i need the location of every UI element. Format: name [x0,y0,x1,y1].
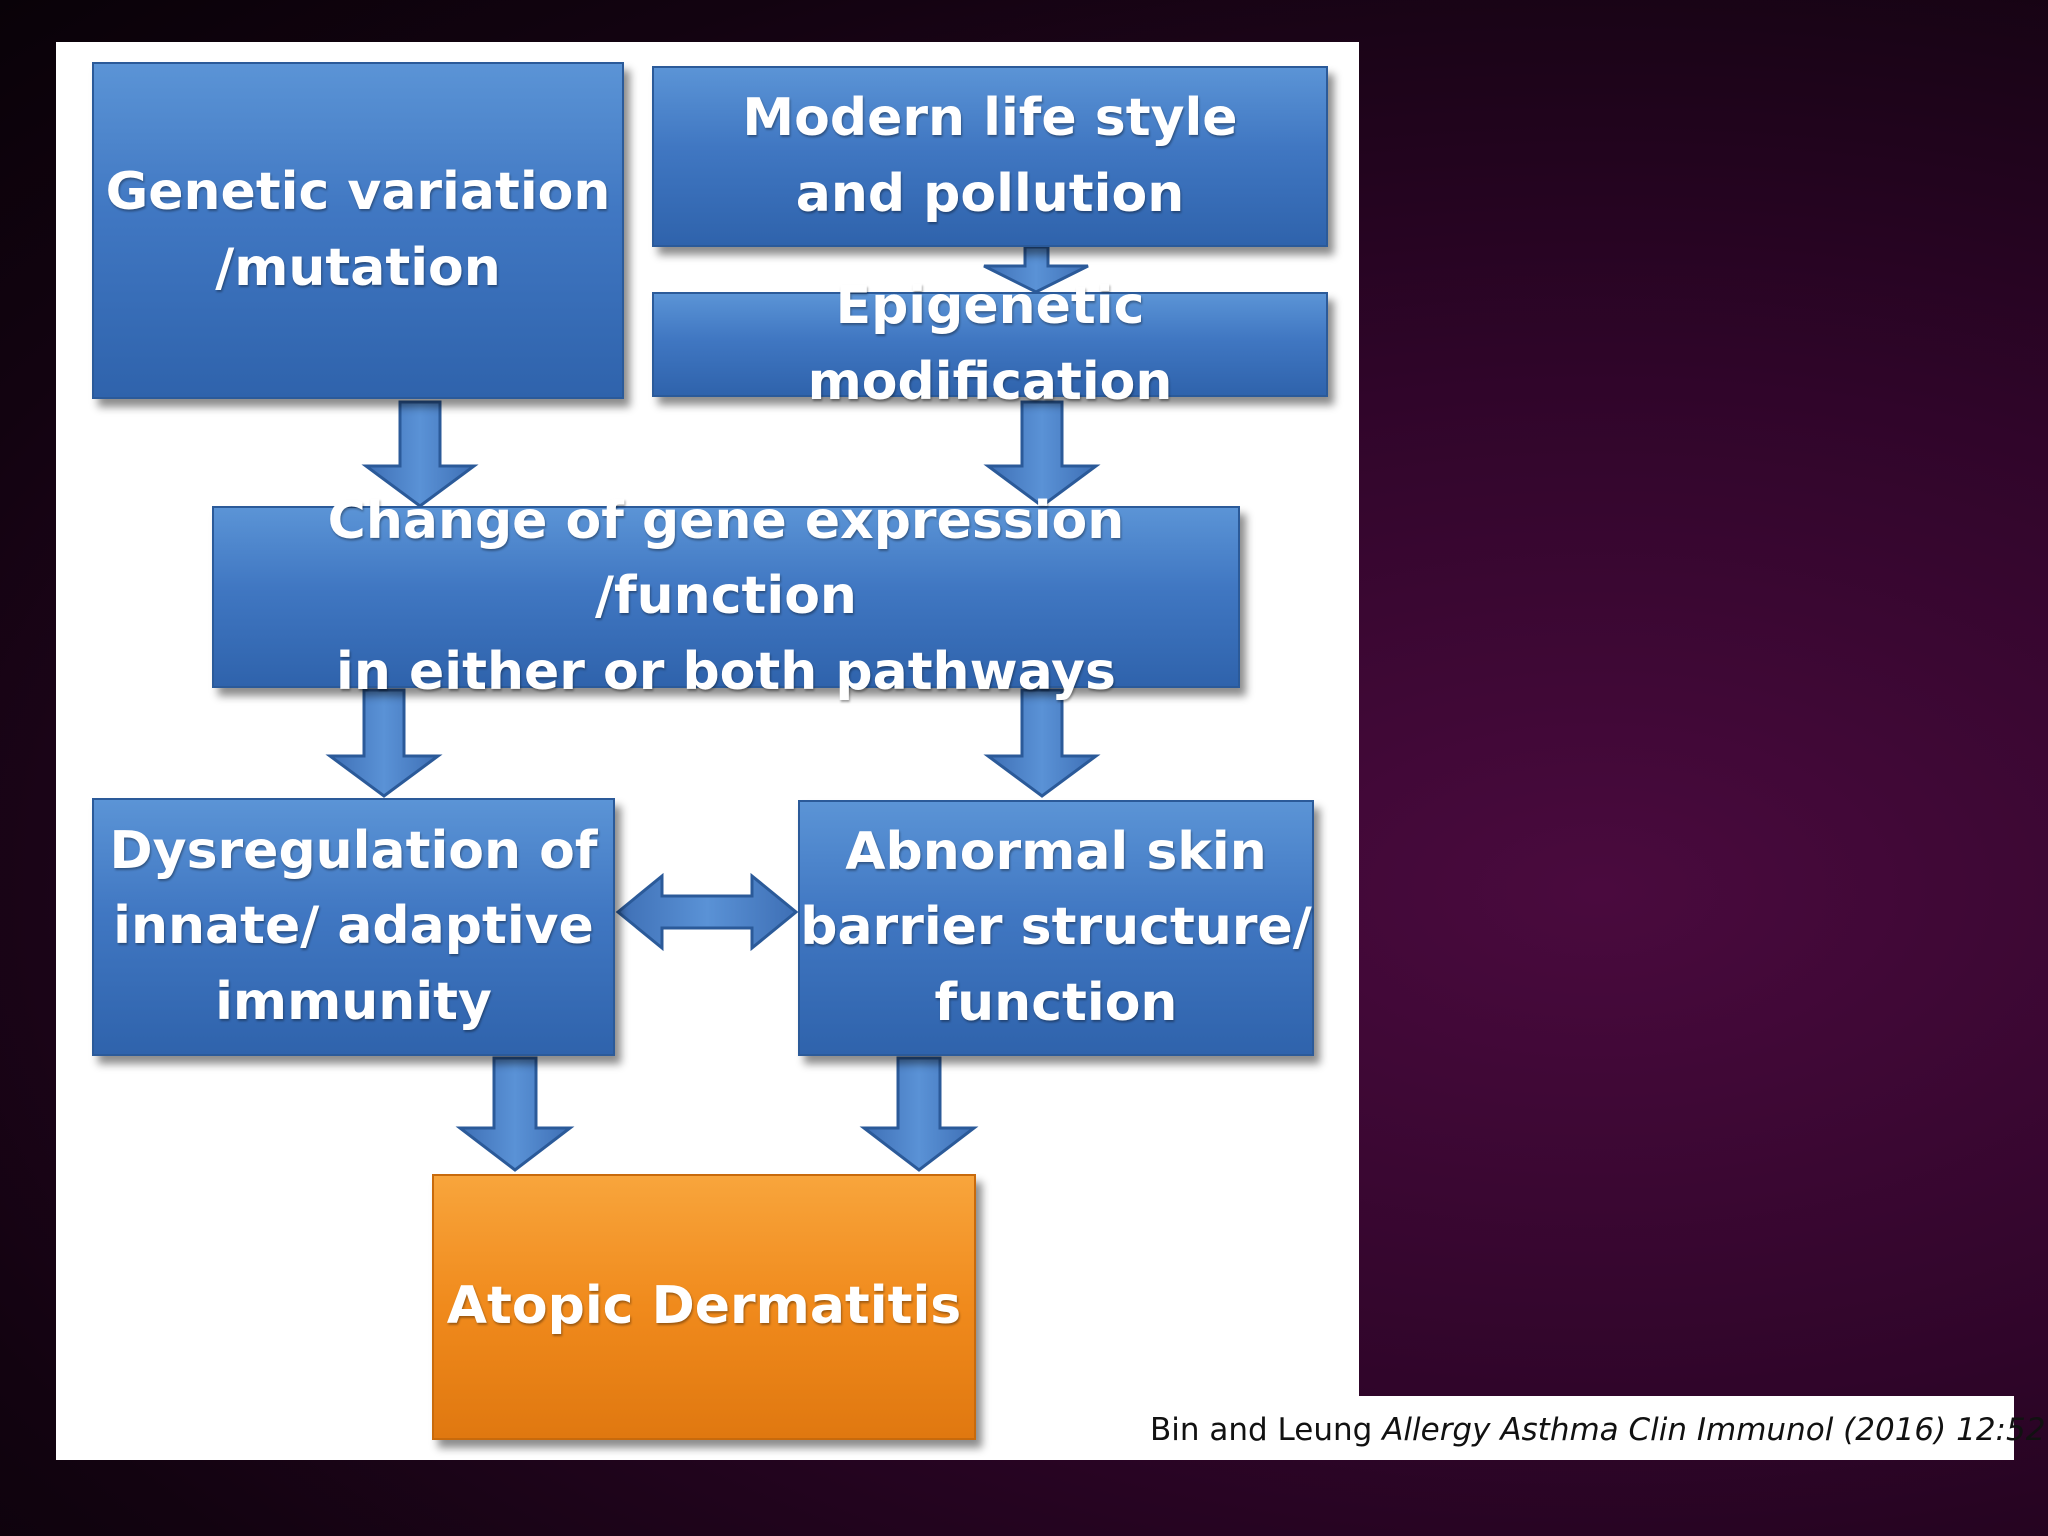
double-arrow-immunity-barrier [615,872,799,952]
node-epigenetic-modification-label: Epigenetic modification [807,276,1173,412]
node-modern-lifestyle: Modern life style and pollution [652,66,1328,247]
node-genetic-variation-label: Genetic variation /mutation [105,162,611,298]
citation-authors: Bin and Leung [1150,1412,1373,1448]
citation-background [1134,1396,2014,1460]
arrow-genetic-to-gene-change [361,400,479,508]
node-epigenetic-modification: Epigenetic modification [652,276,1328,412]
node-genetic-variation: Genetic variation /mutation [92,62,624,399]
node-modern-lifestyle-label: Modern life style and pollution [742,88,1238,224]
citation-details: (2016) 12:52 [1833,1412,2046,1448]
arrow-lifestyle-to-epigenetic [983,245,1089,294]
node-atopic-dermatitis: Atopic Dermatitis [432,1174,976,1440]
node-immunity-dysregulation: Dysregulation of innate/ adaptive immuni… [92,798,615,1056]
node-atopic-dermatitis-label: Atopic Dermatitis [446,1276,962,1337]
arrow-immunity-to-outcome [455,1056,575,1172]
arrow-gene-change-to-barrier [983,688,1101,798]
arrow-barrier-to-outcome [859,1056,979,1172]
arrow-epigenetic-to-gene-change [983,400,1101,508]
citation-journal: Allergy Asthma Clin Immunol [1382,1412,1834,1448]
node-skin-barrier: Abnormal skin barrier structure/ functio… [798,800,1314,1056]
node-gene-expression-change: Change of gene expression /function in e… [212,491,1240,702]
node-skin-barrier-label: Abnormal skin barrier structure/ functio… [800,821,1312,1033]
citation: Bin and Leung Allergy Asthma Clin Immuno… [1150,1408,2045,1452]
node-immunity-dysregulation-label: Dysregulation of innate/ adaptive immuni… [109,820,598,1032]
arrow-gene-change-to-immunity [325,688,443,798]
node-gene-expression-change-label: Change of gene expression /function in e… [327,490,1125,702]
